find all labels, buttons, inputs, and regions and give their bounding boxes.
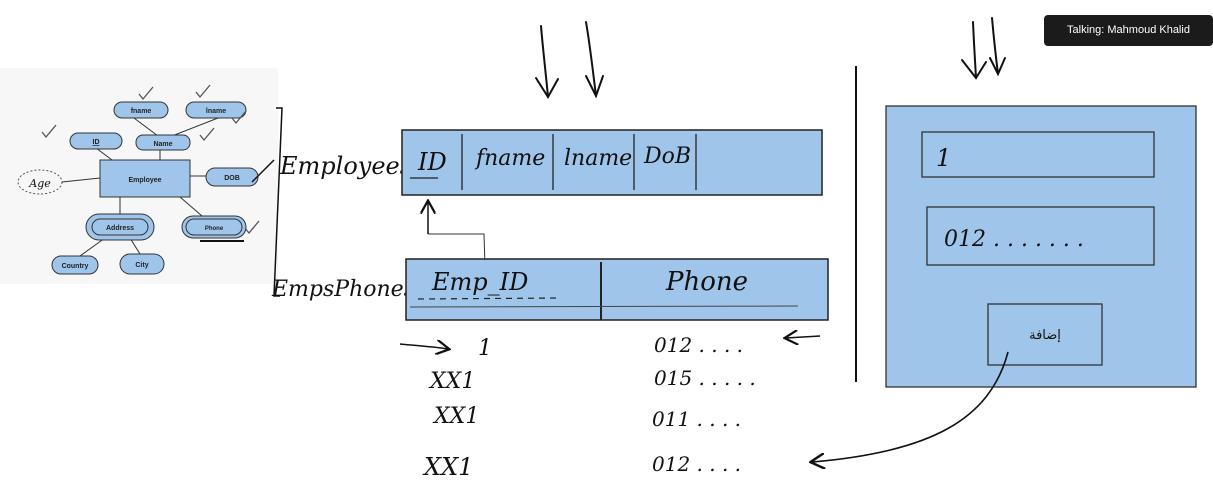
check-mark-icons <box>41 84 260 235</box>
row-2-phone: 015 . . . . . <box>654 366 756 390</box>
employees-table-name: Employees <box>279 152 412 180</box>
svg-text:Name: Name <box>153 141 172 148</box>
row-4-id: XX1 <box>422 453 473 481</box>
erd-attr-age-handwritten: Age <box>17 169 63 195</box>
row-3-id: XX1 <box>432 404 479 429</box>
speaker-badge: Talking: Mahmoud Khalid <box>1044 15 1213 46</box>
speaker-name: Mahmoud Khalid <box>1107 24 1190 36</box>
data-rows: 1 012 . . . . XX1 015 . . . . . XX1 011 … <box>399 333 821 481</box>
erd-attr-lname: lname <box>185 101 247 119</box>
svg-text:DOB: DOB <box>224 175 240 182</box>
add-button-label: إضافة <box>1029 328 1061 343</box>
empsphones-col-emp-id: Emp_ID <box>431 268 528 296</box>
erd-entity-employee: Employee <box>99 159 191 198</box>
row-1-phone: 012 . . . . <box>654 333 743 357</box>
svg-text:ID: ID <box>93 139 100 146</box>
erd-attr-fname: fname <box>113 101 169 119</box>
employees-col-lname: lname <box>564 146 632 171</box>
svg-text:City: City <box>135 262 148 269</box>
erd-attr-phone: Phone <box>181 215 247 242</box>
svg-text:fname: fname <box>131 108 152 115</box>
svg-text:Phone: Phone <box>205 226 224 232</box>
row-1-id: 1 <box>478 336 492 361</box>
erd-attr-city: City <box>119 253 165 275</box>
double-down-arrow-icon <box>535 21 604 99</box>
employees-table: ID fname lname DoB <box>401 129 823 196</box>
er-diagram: fname lname ID Name Employee DOB Age <box>0 68 278 284</box>
phone-input-field[interactable]: 012 . . . . . . . <box>926 206 1155 266</box>
erd-attr-name: Name <box>135 134 191 151</box>
erd-attr-address: Address <box>85 213 155 241</box>
employees-col-dob: DoB <box>643 144 691 169</box>
svg-text:Age: Age <box>28 177 51 190</box>
speaker-prefix: Talking: <box>1067 24 1105 36</box>
svg-text:Employee: Employee <box>128 177 161 184</box>
erd-attr-dob: DOB <box>205 167 259 187</box>
empsphones-table: Emp_ID Phone <box>405 258 829 321</box>
empsphones-col-phone: Phone <box>665 267 748 297</box>
row-3-phone: 011 . . . . <box>652 407 741 431</box>
phone-input-value: 012 . . . . . . . <box>944 227 1084 252</box>
employees-col-fname: fname <box>474 146 545 171</box>
erd-attr-id: ID <box>69 132 123 150</box>
erd-attr-country: Country <box>51 255 99 275</box>
insert-flow-arrow <box>812 351 1009 462</box>
id-input-field[interactable]: 1 <box>921 131 1155 178</box>
form-panel: 1 012 . . . . . . . إضافة <box>885 105 1197 388</box>
add-button[interactable]: إضافة <box>987 303 1103 366</box>
svg-text:Country: Country <box>62 263 89 270</box>
row-2-id: XX1 <box>428 369 475 394</box>
double-down-arrow-icon-right <box>961 17 1006 80</box>
row-4-phone: 012 . . . . <box>652 452 741 476</box>
svg-text:lname: lname <box>206 108 226 115</box>
id-input-value: 1 <box>936 144 951 172</box>
empsphones-table-name: EmpsPhones <box>271 277 415 302</box>
employees-col-id: ID <box>417 148 447 176</box>
svg-text:Address: Address <box>106 225 134 232</box>
